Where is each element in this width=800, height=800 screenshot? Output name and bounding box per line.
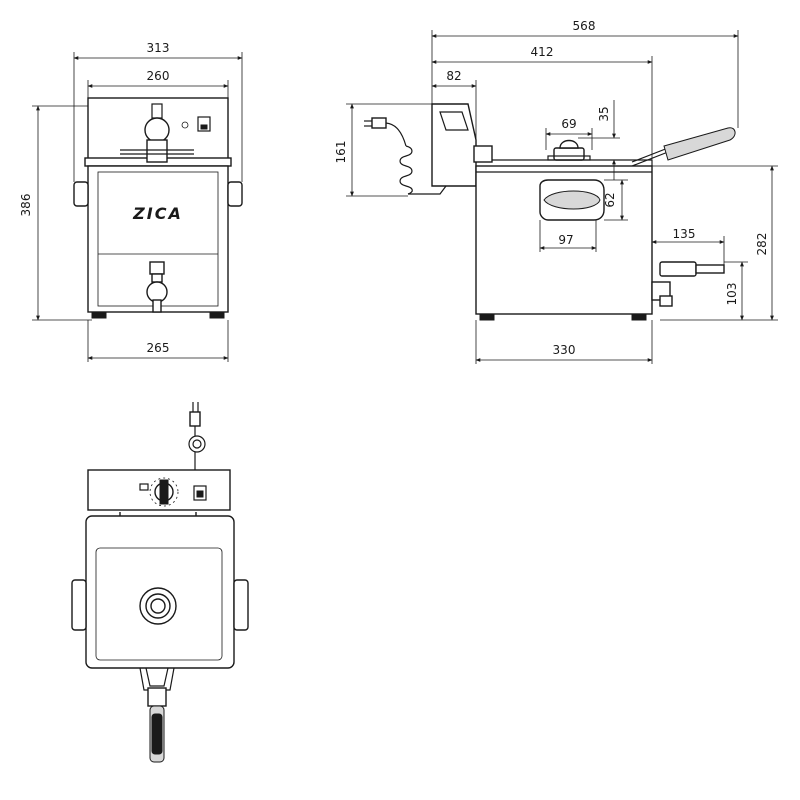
top-tank-inner [95,547,223,661]
drain-tap [146,261,168,313]
side-foot-left [479,313,495,321]
front-handle-left [73,181,89,207]
side-foot-right [631,313,647,321]
side-view: 568 412 82 69 35 161 62 97 [334,19,778,364]
dim-side-knob-height: 35 [597,106,611,121]
top-power-cord [188,402,206,470]
front-foot-right [209,311,225,319]
dim-front-top-width: 313 [147,41,170,55]
dim-side-window-height: 62 [603,192,617,207]
indicator-light [181,121,189,129]
top-handle-right [233,579,249,631]
top-view [71,402,249,763]
top-basket-handle [139,667,175,763]
dim-front-height: 386 [19,194,33,217]
top-power-switch-icon [193,485,207,501]
side-control-head [431,103,477,187]
top-plug-icon [189,411,201,427]
dim-side-length: 412 [531,45,554,59]
brand-logo: ZICA [132,204,183,223]
dim-side-handle-offset: 82 [446,69,461,83]
dim-side-body-width: 330 [553,343,576,357]
dim-side-window-width: 97 [558,233,573,247]
front-foot-left [91,311,107,319]
dim-front-base-width: 265 [147,341,170,355]
dim-side-total-length: 568 [573,19,596,33]
lid-knob [547,139,591,161]
side-drain-tap [651,261,725,307]
top-thermostat-knob [139,477,179,507]
power-cord [364,117,447,195]
side-head-bracket [473,145,493,163]
front-handle-right [227,181,243,207]
power-switch-toggle [200,124,208,130]
front-view: ZICA 313 260 386 265 [19,41,243,362]
thermostat-knob [120,103,194,163]
dim-side-left-height: 161 [334,141,348,164]
dim-side-body-height: 282 [755,233,769,256]
dim-side-tap-height: 103 [725,283,739,306]
top-handle-left [71,579,87,631]
plug-icon [371,117,387,129]
dim-side-tap-length: 135 [673,227,696,241]
basket-handle [631,127,736,167]
dim-side-knob-width: 69 [561,117,576,131]
dim-front-panel-width: 260 [147,69,170,83]
power-switch-icon [197,116,211,132]
